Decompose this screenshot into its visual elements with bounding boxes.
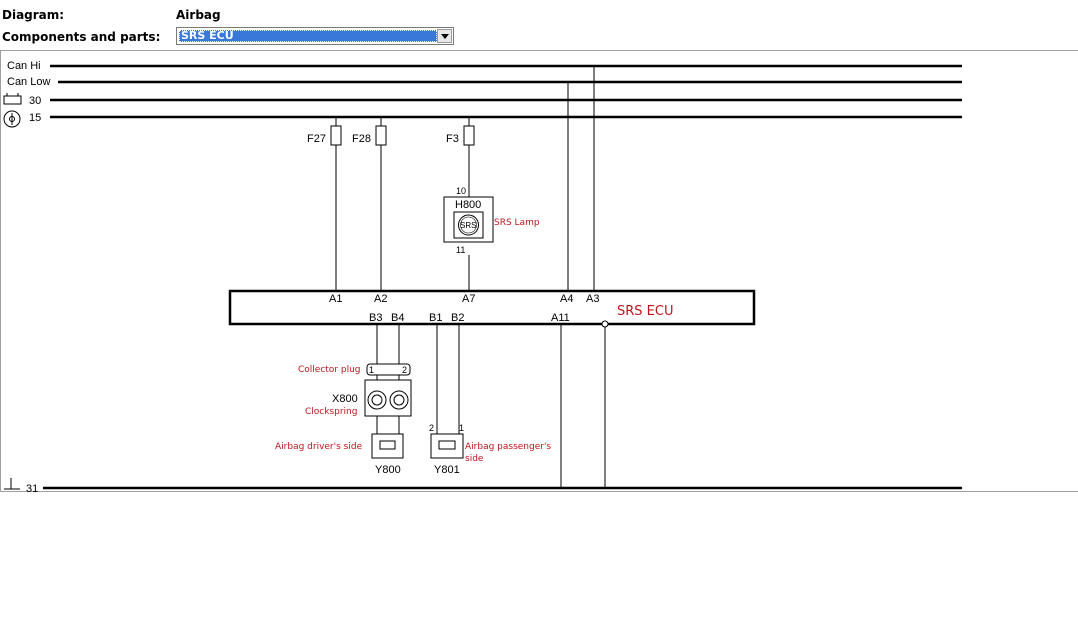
battery-icon — [3, 93, 22, 105]
lamp-id: H800 — [455, 199, 481, 211]
rail-31-label: 31 — [26, 483, 38, 495]
collector-pin-1: 1 — [369, 365, 374, 375]
diagram-value: Airbag — [176, 8, 221, 22]
can-hi-label: Can Hi — [7, 60, 41, 72]
fuse-f3-label: F3 — [446, 133, 459, 145]
ecu-pin-a11: A11 — [551, 312, 570, 324]
components-label: Components and parts: — [2, 30, 161, 44]
components-selected-value: SRS ECU — [179, 30, 437, 42]
can-low-label: Can Low — [7, 76, 50, 88]
clockspring: Collector plug 1 2 X800 Clockspring — [298, 363, 412, 434]
airbag-passenger-pin1: 1 — [459, 423, 464, 433]
rail-15-label: 15 — [29, 112, 41, 124]
ground-icon — [4, 478, 20, 490]
chevron-down-icon — [441, 34, 449, 39]
collector-plug-label: Collector plug — [298, 365, 361, 375]
ecu-label: SRS ECU — [617, 304, 673, 319]
airbag-driver-id: Y800 — [375, 464, 401, 476]
ecu-pin-a4: A4 — [560, 293, 573, 305]
ecu-pin-a2: A2 — [374, 293, 387, 305]
can-hi-rail: Can Hi — [7, 60, 962, 72]
junction-dot — [601, 320, 609, 328]
rail-31: 31 — [4, 478, 962, 495]
srs-symbol: SRS — [460, 221, 476, 230]
ecu-pin-b3: B3 — [369, 312, 382, 324]
fuse-f28: F28 — [352, 117, 387, 291]
airbag-passenger-id: Y801 — [434, 464, 460, 476]
airbag-passenger-pin2: 2 — [429, 423, 434, 433]
dropdown-button[interactable] — [437, 29, 452, 43]
can-low-rail: Can Low — [7, 76, 962, 88]
srs-lamp: 10 H800 SRS SRS Lamp 11 — [443, 186, 540, 291]
rail-30: 30 — [3, 93, 962, 107]
ignition-key-icon — [3, 110, 21, 128]
airbag-driver-label: Airbag driver's side — [275, 442, 363, 452]
fuse-f28-label: F28 — [352, 133, 371, 145]
fuse-f27-label: F27 — [307, 133, 326, 145]
collector-pin-2: 2 — [402, 365, 407, 375]
ecu-pin-b2: B2 — [451, 312, 464, 324]
airbag-passenger-label-2: side — [465, 454, 484, 464]
ecu-pin-a7: A7 — [462, 293, 475, 305]
diagram-frame — [0, 50, 1078, 492]
airbag-passenger: 2 1 Airbag passenger's side Y801 — [429, 423, 551, 476]
rail-30-label: 30 — [29, 95, 41, 107]
ecu-pin-a1: A1 — [329, 293, 342, 305]
ecu-pin-b4: B4 — [391, 312, 404, 324]
components-select[interactable]: SRS ECU — [176, 27, 454, 45]
lamp-pin-bottom: 11 — [456, 245, 465, 255]
rail-15: 15 — [3, 110, 962, 128]
lamp-pin-top: 10 — [456, 186, 466, 196]
fuse-f27: F27 — [307, 117, 342, 291]
clockspring-label: Clockspring — [305, 407, 357, 417]
fuse-f3: F3 — [446, 117, 475, 197]
srs-ecu: A1 A2 A7 A4 A3 B3 B4 B1 B2 A11 SRS ECU — [228, 289, 756, 326]
airbag-driver: Airbag driver's side Y800 — [275, 433, 404, 476]
ecu-pin-b1: B1 — [429, 312, 442, 324]
lamp-label: SRS Lamp — [494, 218, 540, 228]
diagram-label: Diagram: — [2, 8, 65, 22]
airbag-passenger-label-1: Airbag passenger's — [465, 442, 551, 452]
clockspring-id: X800 — [332, 393, 358, 405]
ecu-pin-a3: A3 — [586, 293, 599, 305]
